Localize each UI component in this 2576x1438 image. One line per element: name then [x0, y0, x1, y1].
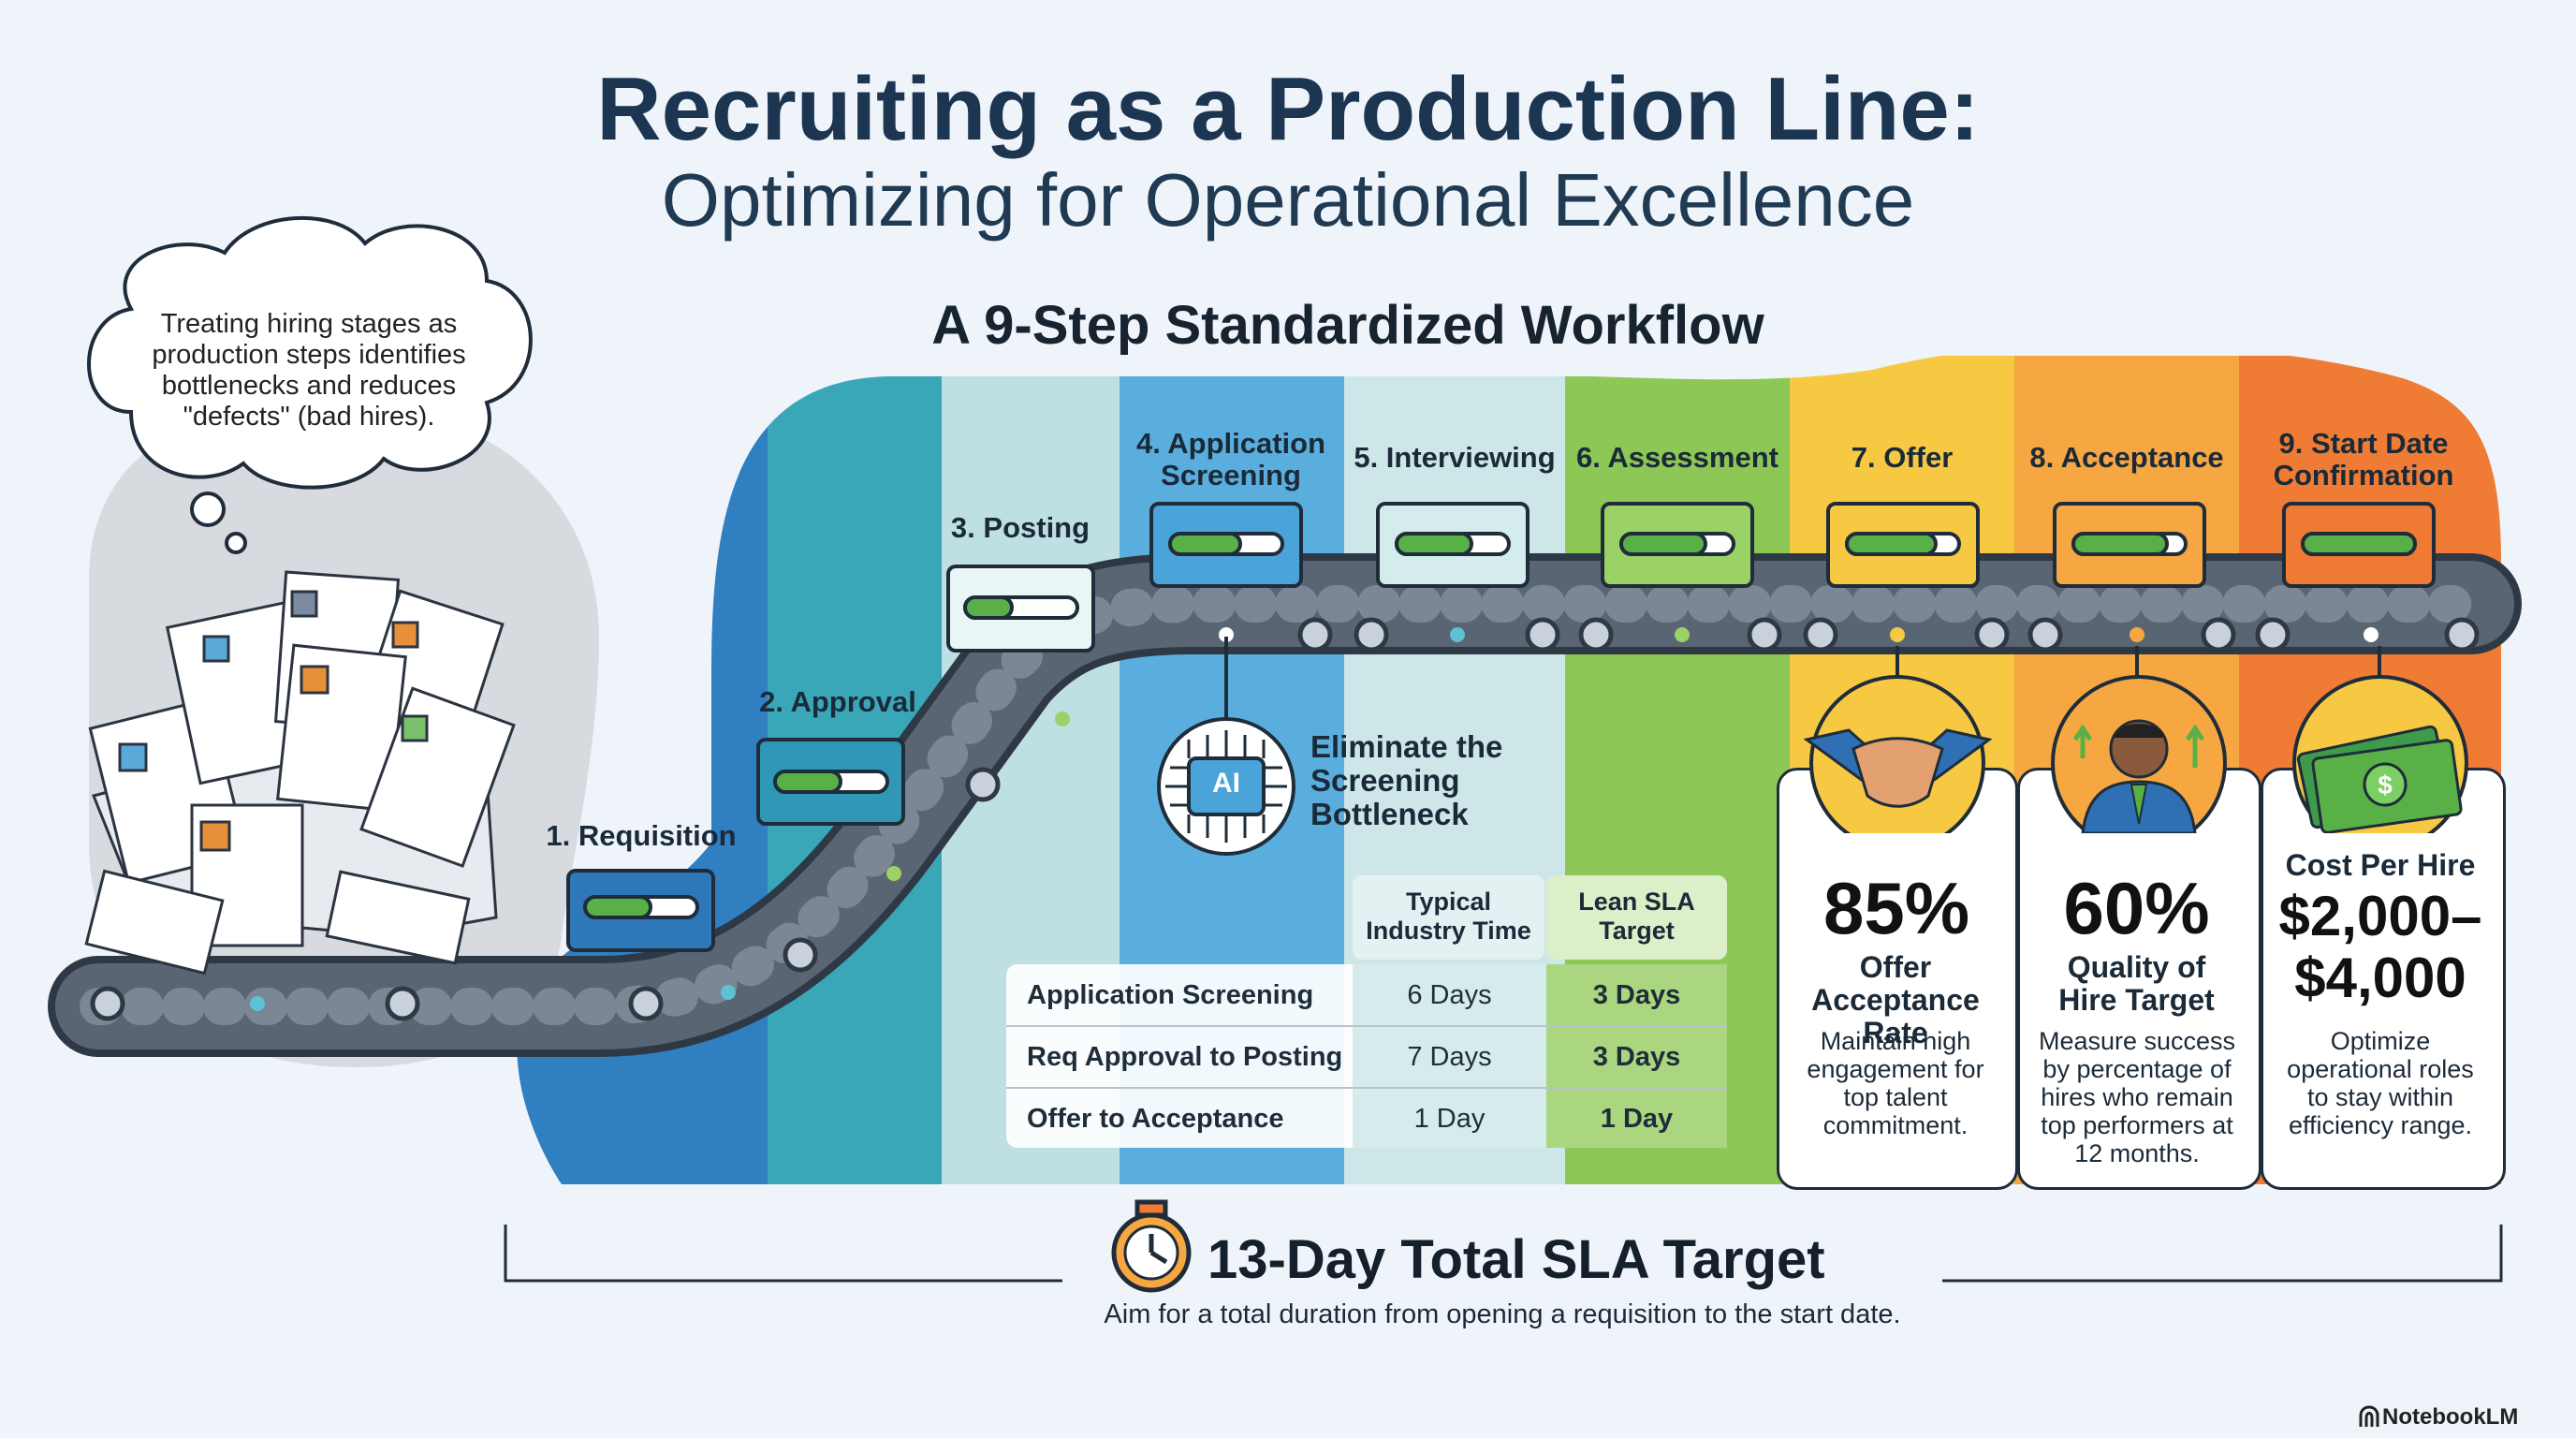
box-requisition: [566, 869, 715, 952]
step-label-posting: 3. Posting: [950, 511, 1090, 544]
thought-bubble-text: Treating hiring stages as production ste…: [152, 309, 466, 432]
box-start-date: [2282, 502, 2436, 588]
metric-desc-quality-of-hire: Measure success by percentage of hires w…: [2038, 1027, 2236, 1167]
box-offer: [1826, 502, 1980, 588]
box-assessment: [1601, 502, 1754, 588]
table-row-target: 1 Day: [1600, 1103, 1674, 1134]
belt-lights: [250, 627, 2378, 1011]
metric-card-quality-of-hire: [2017, 768, 2261, 1190]
step-label-assessment: 6. Assessment: [1576, 441, 1778, 474]
thought-bubble: [87, 215, 533, 554]
sla-description: Aim for a total duration from opening a …: [1104, 1299, 1901, 1329]
ai-badge: AI: [1212, 768, 1240, 799]
table-header-target: Lean SLA Target: [1578, 888, 1695, 945]
sla-bracket: [504, 1225, 2503, 1283]
metric-value-quality-of-hire: 60%: [2063, 867, 2210, 949]
ai-callout-text: Eliminate the Screening Bottleneck: [1310, 729, 1503, 831]
metric-value-offer-acceptance: 85%: [1822, 867, 1970, 949]
box-acceptance: [2053, 502, 2206, 588]
ai-chip-icon: [1157, 717, 1295, 856]
belt-rollers: [90, 617, 2480, 1021]
top-performer-icon: [2051, 675, 2227, 833]
table-row-typical: 6 Days: [1407, 979, 1492, 1010]
metric-desc-cost-per-hire: Optimize operational roles to stay withi…: [2287, 1027, 2474, 1139]
table-row-target: 3 Days: [1592, 1041, 1681, 1072]
table-row-stage: Offer to Acceptance: [1027, 1103, 1284, 1134]
sla-title: 13-Day Total SLA Target: [1208, 1229, 1825, 1290]
workflow-heading: A 9-Step Standardized Workflow: [931, 295, 1764, 356]
comparison-table-bg: [1006, 875, 1727, 1148]
handshake-icon: [1803, 675, 1993, 833]
metric-label-offer-acceptance: Offer Acceptance Rate: [1811, 950, 1980, 1049]
metric-value-cost-per-hire: $2,000–$4,000: [2278, 885, 2482, 1009]
table-row-typical: 7 Days: [1407, 1041, 1492, 1072]
step-label-offer: 7. Offer: [1851, 441, 1954, 474]
step-label-requisition: 1. Requisition: [546, 819, 737, 852]
page-title: Recruiting as a Production Line:: [596, 59, 1980, 159]
box-screening: [1149, 502, 1303, 588]
table-row-typical: 1 Day: [1413, 1103, 1486, 1134]
step-label-application-screening: 4. Application Screening: [1135, 427, 1326, 492]
stopwatch-icon: [1111, 1199, 1192, 1293]
page-subtitle: Optimizing for Operational Excellence: [661, 158, 1915, 242]
step-label-start-date-confirmation: 9. Start Date Confirmation: [2273, 427, 2454, 492]
table-row-target: 3 Days: [1592, 979, 1681, 1010]
table-header-typical: Typical Industry Time: [1366, 888, 1531, 945]
metric-desc-offer-acceptance: Maintain high engagement for top talent …: [1807, 1027, 1984, 1139]
money-icon: $: [2292, 675, 2468, 833]
step-label-acceptance: 8. Acceptance: [2029, 441, 2224, 474]
box-interviewing: [1376, 502, 1530, 588]
belt-boxes: [566, 502, 2436, 952]
table-row-stage: Application Screening: [1027, 979, 1314, 1010]
svg-text:$: $: [2378, 770, 2393, 800]
notebooklm-logo-icon: [2359, 1405, 2379, 1427]
brand-label: NotebookLM: [2382, 1404, 2519, 1430]
step-label-interviewing: 5. Interviewing: [1354, 441, 1556, 474]
resume-pile-icon: [84, 570, 516, 976]
metric-label-quality-of-hire: Quality of Hire Target: [2058, 950, 2215, 1017]
box-posting: [946, 565, 1095, 653]
metric-label-cost-per-hire: Cost Per Hire: [2285, 848, 2476, 882]
box-approval: [756, 738, 905, 826]
step-label-approval: 2. Approval: [759, 685, 916, 718]
table-row-stage: Req Approval to Posting: [1027, 1041, 1343, 1072]
